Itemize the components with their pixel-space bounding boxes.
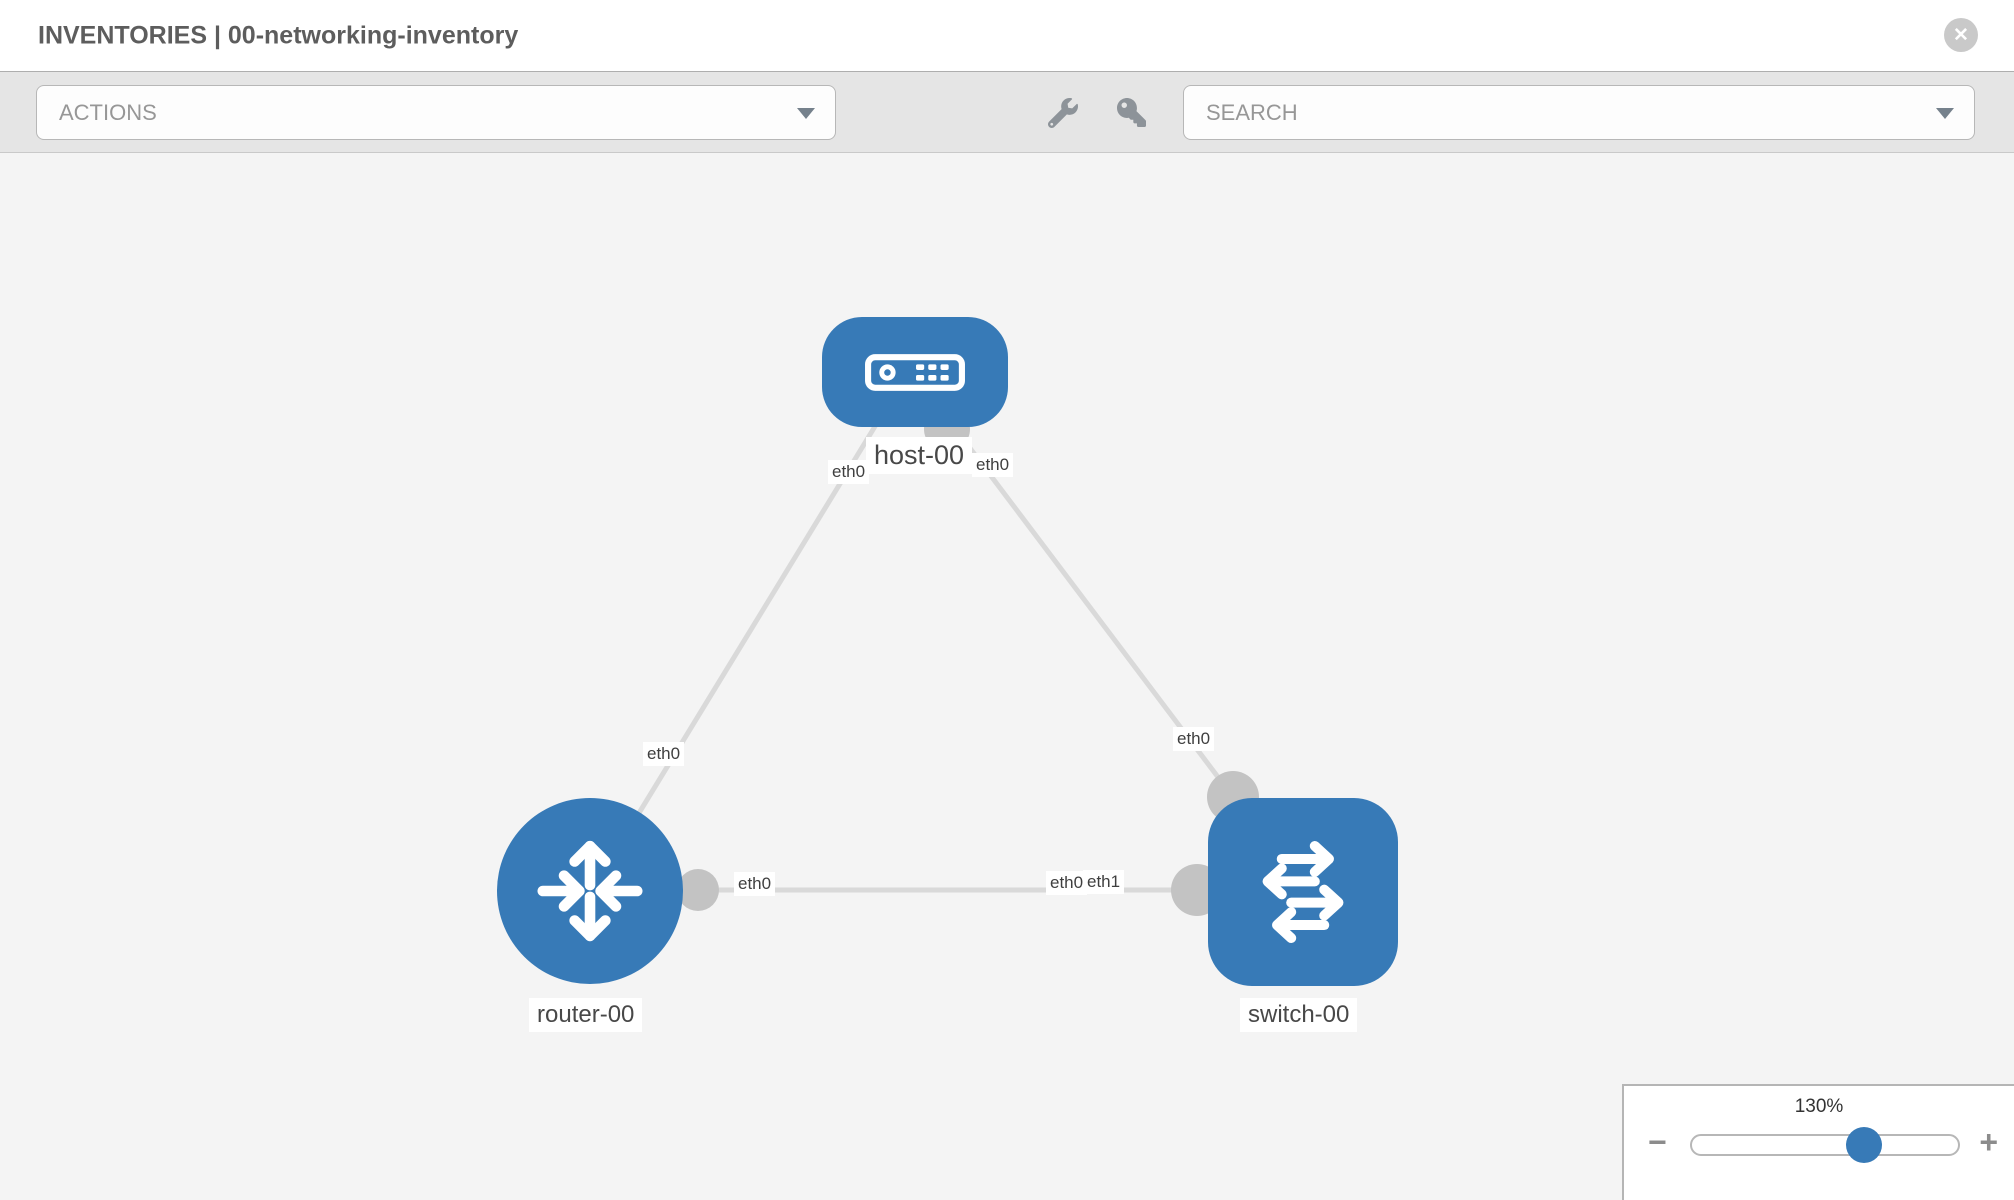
topology-canvas[interactable]: host-00 router-00 switch-00 eth0 eth0 et… <box>0 153 2014 1200</box>
iface-label-switch-eth1: eth1 <box>1083 870 1125 894</box>
search-dropdown[interactable]: SEARCH <box>1183 85 1975 140</box>
page-title: INVENTORIES | 00-networking-inventory <box>38 21 519 49</box>
close-icon: ✕ <box>1953 24 1969 46</box>
actions-dropdown-label: ACTIONS <box>59 99 157 125</box>
node-label-host-00: host-00 <box>866 437 973 474</box>
close-button[interactable]: ✕ <box>1944 18 1978 52</box>
iface-label-router-eth0: eth0 <box>734 872 776 896</box>
links-layer <box>589 406 1259 916</box>
configure-button[interactable] <box>1040 85 1086 140</box>
node-label-switch-00: switch-00 <box>1240 998 1358 1032</box>
zoom-out-button[interactable]: − <box>1648 1126 1667 1158</box>
zoom-slider-handle[interactable] <box>1846 1127 1882 1163</box>
plus-icon: + <box>1979 1124 1998 1160</box>
node-label-router-00: router-00 <box>529 998 643 1032</box>
zoom-in-button[interactable]: + <box>1979 1126 1998 1158</box>
node-host-00[interactable] <box>822 317 1008 427</box>
iface-label-switch-eth0-occluded: eth0 <box>1046 871 1088 895</box>
actions-dropdown[interactable]: ACTIONS <box>36 85 836 140</box>
node-switch-00[interactable] <box>1208 798 1398 986</box>
port-router-eth0[interactable] <box>677 869 719 911</box>
header-bar: INVENTORIES | 00-networking-inventory ✕ <box>0 0 2014 71</box>
link-router-host[interactable] <box>589 408 888 892</box>
chevron-down-icon <box>1936 108 1954 119</box>
iface-label-router-host-eth0: eth0 <box>643 742 685 766</box>
key-icon <box>1116 98 1146 127</box>
wrench-icon <box>1048 97 1078 128</box>
iface-label-switch-eth0: eth0 <box>1173 727 1215 751</box>
switch-icon <box>1262 840 1344 944</box>
chevron-down-icon <box>797 108 815 119</box>
node-router-00[interactable] <box>497 798 683 984</box>
iface-label-host-eth0-right: eth0 <box>972 453 1014 477</box>
credentials-button[interactable] <box>1108 85 1154 140</box>
zoom-slider-track[interactable] <box>1690 1134 1960 1156</box>
iface-label-host-eth0-left: eth0 <box>828 460 870 484</box>
toolbar: ACTIONS SEARCH <box>0 71 2014 153</box>
zoom-panel: 130% − + <box>1622 1084 2014 1200</box>
host-icon <box>865 353 965 391</box>
zoom-value: 130% <box>1794 1096 1844 1117</box>
minus-icon: − <box>1648 1124 1667 1160</box>
router-icon <box>537 840 643 942</box>
search-dropdown-label: SEARCH <box>1206 99 1298 125</box>
